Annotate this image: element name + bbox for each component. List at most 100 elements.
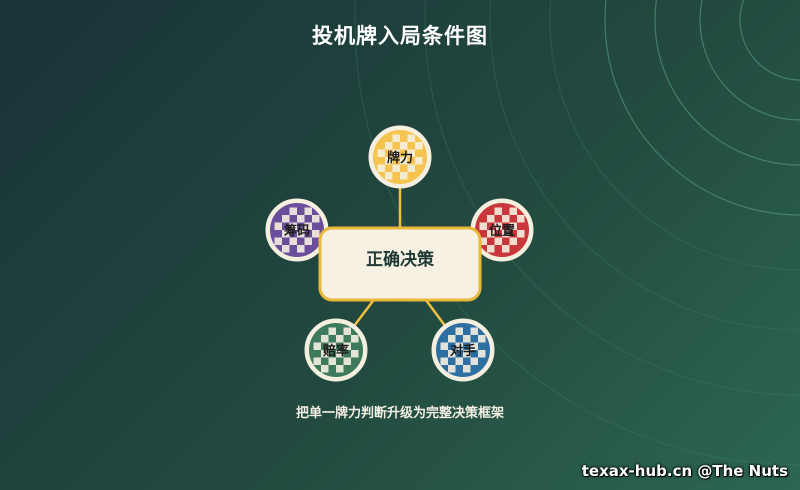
chip-pattern bbox=[400, 157, 408, 165]
background-ring bbox=[549, 0, 800, 271]
chip-pattern bbox=[297, 245, 305, 253]
chip-pattern bbox=[282, 215, 290, 223]
chip-pattern bbox=[448, 365, 456, 373]
chip-chips: 筹码 bbox=[265, 198, 329, 262]
chip-pattern bbox=[415, 142, 423, 150]
chip-pattern bbox=[343, 327, 351, 335]
chip-pattern bbox=[289, 222, 297, 230]
chip-pattern bbox=[385, 157, 393, 165]
chip-pattern bbox=[509, 237, 517, 245]
chip-pattern bbox=[392, 164, 400, 172]
chip-pattern bbox=[463, 350, 471, 358]
chip-pattern bbox=[502, 245, 510, 253]
chip-pattern bbox=[415, 157, 423, 165]
chip-pattern bbox=[448, 335, 456, 343]
chip-pattern bbox=[440, 357, 448, 365]
background-ring bbox=[654, 0, 800, 166]
chip-pattern bbox=[502, 215, 510, 223]
chip-pattern bbox=[336, 335, 344, 343]
background-ring bbox=[354, 0, 800, 466]
chip-pattern bbox=[289, 207, 297, 215]
chip-opponent: 对手 bbox=[431, 318, 495, 382]
chip-label-opponent: 对手 bbox=[450, 343, 476, 359]
chip-pattern bbox=[448, 350, 456, 358]
chip-label-hand: 牌力 bbox=[387, 150, 413, 166]
diagram-subtitle: 把单一牌力判断升级为完整决策框架 bbox=[295, 406, 504, 421]
chip-pattern bbox=[407, 149, 415, 157]
chip-pattern bbox=[400, 172, 408, 180]
chip-pattern bbox=[494, 237, 502, 245]
chip-pattern bbox=[343, 357, 351, 365]
chip-pattern bbox=[487, 215, 495, 223]
chip-rim bbox=[368, 125, 432, 189]
chip-pattern bbox=[487, 230, 495, 238]
chip-pattern bbox=[392, 134, 400, 142]
chip-pattern bbox=[304, 222, 312, 230]
chip-pattern bbox=[470, 327, 478, 335]
chip-odds: 赔率 bbox=[304, 318, 368, 382]
chip-label-odds: 赔率 bbox=[322, 343, 349, 359]
chip-pattern bbox=[479, 237, 487, 245]
background-ring bbox=[424, 0, 800, 396]
chip-pattern bbox=[502, 230, 510, 238]
chip-pattern bbox=[343, 342, 351, 350]
chip-rim bbox=[431, 318, 495, 382]
chip-pattern bbox=[478, 350, 486, 358]
chip-pattern bbox=[297, 215, 305, 223]
chip-pattern bbox=[313, 357, 321, 365]
chip-pattern bbox=[385, 142, 393, 150]
chip-pattern bbox=[304, 207, 312, 215]
chip-position: 位置 bbox=[470, 198, 534, 262]
chip-pattern bbox=[321, 365, 329, 373]
chip-rim bbox=[304, 318, 368, 382]
background-ring bbox=[489, 0, 800, 331]
chip-pattern bbox=[304, 237, 312, 245]
background-ring bbox=[604, 0, 800, 216]
background-rings bbox=[354, 0, 800, 466]
chip-pattern bbox=[336, 350, 344, 358]
chip-pattern bbox=[328, 327, 336, 335]
chip-hand: 牌力 bbox=[368, 125, 432, 189]
chip-pattern bbox=[509, 207, 517, 215]
chip-pattern bbox=[463, 335, 471, 343]
chip-pattern bbox=[351, 335, 359, 343]
chip-pattern bbox=[440, 342, 448, 350]
chip-pattern bbox=[312, 215, 320, 223]
chip-label-chips: 筹码 bbox=[284, 223, 310, 239]
chip-pattern bbox=[392, 149, 400, 157]
chip-pattern bbox=[479, 222, 487, 230]
chip-pattern bbox=[400, 142, 408, 150]
diagram-title: 投机牌入局条件图 bbox=[312, 24, 488, 48]
background-ring bbox=[699, 0, 800, 121]
background-ring bbox=[739, 0, 800, 81]
chip-pattern bbox=[328, 357, 336, 365]
chip-pattern bbox=[494, 222, 502, 230]
chip-pattern bbox=[478, 335, 486, 343]
chip-pattern bbox=[282, 230, 290, 238]
chip-pattern bbox=[517, 230, 525, 238]
chip-pattern bbox=[494, 207, 502, 215]
chip-pattern bbox=[463, 365, 471, 373]
chip-pattern bbox=[455, 357, 463, 365]
chip-pattern bbox=[385, 172, 393, 180]
chip-pattern bbox=[321, 350, 329, 358]
chip-pattern bbox=[470, 342, 478, 350]
chip-pattern bbox=[407, 134, 415, 142]
chip-pattern bbox=[313, 342, 321, 350]
chip-pattern bbox=[289, 237, 297, 245]
chip-pattern bbox=[470, 357, 478, 365]
chip-pattern bbox=[312, 230, 320, 238]
chip-pattern bbox=[321, 335, 329, 343]
chip-pattern bbox=[351, 350, 359, 358]
chip-label-position: 位置 bbox=[489, 223, 515, 239]
chip-pattern bbox=[509, 222, 517, 230]
center-node: 正确决策 bbox=[318, 226, 482, 302]
chip-pattern bbox=[407, 164, 415, 172]
watermark: texax-hub.cn @The Nuts bbox=[581, 462, 788, 480]
chip-pattern bbox=[455, 342, 463, 350]
chip-pattern bbox=[282, 245, 290, 253]
chip-pattern bbox=[377, 149, 385, 157]
center-label: 正确决策 bbox=[366, 249, 435, 270]
